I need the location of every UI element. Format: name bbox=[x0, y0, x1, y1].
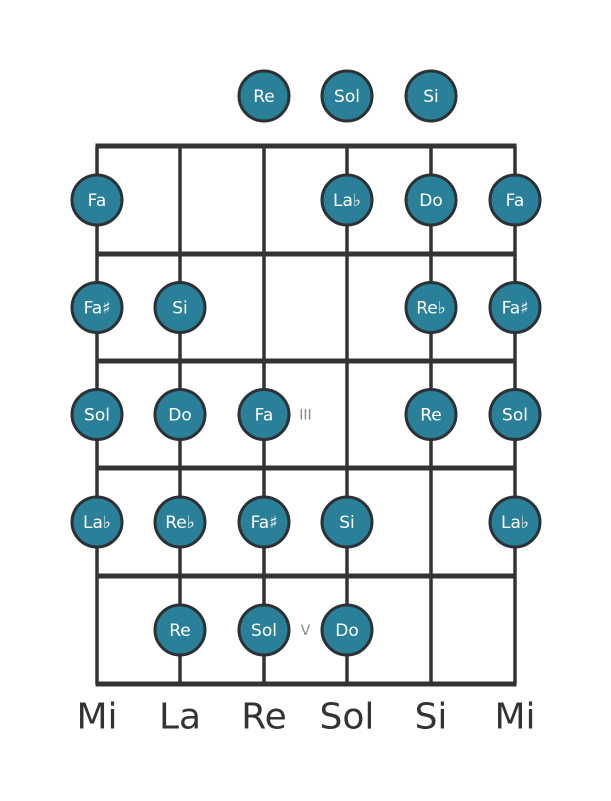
note-circle bbox=[488, 495, 542, 549]
note-circle bbox=[488, 281, 542, 334]
note-label: Si bbox=[172, 299, 188, 319]
fret-markers: III V bbox=[299, 408, 311, 640]
note-label: Re bbox=[169, 621, 191, 641]
fretted-note: Re♭ bbox=[404, 281, 458, 334]
note-label: Do bbox=[168, 406, 192, 426]
fretted-note: Sol bbox=[488, 388, 542, 441]
note-circle bbox=[320, 69, 374, 123]
note-circle bbox=[237, 69, 291, 123]
note-circle bbox=[237, 388, 291, 441]
string-label-2: Re bbox=[241, 697, 287, 738]
fretted-note: Do bbox=[404, 173, 458, 227]
note-label: Sol bbox=[84, 406, 110, 426]
fretted-note: La♭ bbox=[70, 495, 124, 549]
note-circle bbox=[153, 495, 207, 549]
note-circle bbox=[153, 603, 207, 657]
note-circle bbox=[70, 388, 124, 441]
note-label: Fa bbox=[88, 191, 107, 211]
fretted-note: Fa bbox=[488, 173, 542, 227]
fretted-note: Fa♯ bbox=[237, 495, 291, 549]
string-label-5: Mi bbox=[494, 697, 535, 738]
frets bbox=[95, 143, 517, 687]
note-label: Re bbox=[253, 87, 275, 107]
note-circle bbox=[404, 281, 458, 334]
fretted-note: Sol bbox=[237, 603, 291, 657]
note-label: La♭ bbox=[83, 513, 111, 533]
fretted-note: Fa♯ bbox=[70, 281, 124, 334]
fretted-note: La♭ bbox=[488, 495, 542, 549]
string-labels: Mi La Re Sol Si Mi bbox=[76, 697, 535, 738]
note-label: Do bbox=[335, 621, 359, 641]
note-label: Re♭ bbox=[165, 513, 195, 533]
note-label: Fa♯ bbox=[84, 299, 111, 319]
note-label: Fa bbox=[506, 191, 525, 211]
note-label: Fa♯ bbox=[251, 513, 278, 533]
note-circle bbox=[404, 173, 458, 227]
fretted-note: Re♭ bbox=[153, 495, 207, 549]
note-label: Fa bbox=[255, 406, 274, 426]
note-circle bbox=[237, 603, 291, 657]
note-label: Si bbox=[339, 513, 355, 533]
note-circle bbox=[320, 603, 374, 657]
note-label: Si bbox=[423, 87, 439, 107]
note-circle bbox=[153, 281, 207, 334]
open-note: Re bbox=[237, 69, 291, 123]
note-label: Sol bbox=[502, 406, 528, 426]
note-circle bbox=[404, 388, 458, 441]
string-label-4: Si bbox=[415, 697, 448, 738]
note-circle bbox=[70, 173, 124, 227]
string-label-3: Sol bbox=[320, 697, 375, 738]
string-label-0: Mi bbox=[76, 697, 117, 738]
fretted-note: Re bbox=[404, 388, 458, 441]
note-circle bbox=[70, 281, 124, 334]
open-note: Sol bbox=[320, 69, 374, 123]
note-circle bbox=[488, 388, 542, 441]
fretted-note: Do bbox=[153, 388, 207, 441]
fretted-note: Do bbox=[320, 603, 374, 657]
fretted-note: Fa♯ bbox=[488, 281, 542, 334]
note-circle bbox=[320, 173, 374, 227]
note-circle bbox=[404, 69, 458, 123]
open-note: Si bbox=[404, 69, 458, 123]
note-label: Do bbox=[419, 191, 443, 211]
note-circle bbox=[488, 173, 542, 227]
fretted-note: Fa bbox=[70, 173, 124, 227]
fretted-note: La♭ bbox=[320, 173, 374, 227]
note-circle bbox=[320, 495, 374, 549]
note-circle bbox=[153, 388, 207, 441]
note-label: La♭ bbox=[501, 513, 529, 533]
note-circle bbox=[70, 495, 124, 549]
string-label-1: La bbox=[159, 697, 201, 738]
note-label: Re bbox=[420, 406, 442, 426]
fretted-note: Sol bbox=[70, 388, 124, 441]
note-circle bbox=[237, 495, 291, 549]
fretted-note: Si bbox=[153, 281, 207, 334]
note-label: Sol bbox=[251, 621, 277, 641]
note-label: Sol bbox=[334, 87, 360, 107]
note-label: Re♭ bbox=[416, 299, 446, 319]
fretted-note: Re bbox=[153, 603, 207, 657]
note-label: La♭ bbox=[333, 191, 361, 211]
note-label: Fa♯ bbox=[502, 299, 529, 319]
fret-marker-5: V bbox=[301, 623, 311, 639]
fretted-note: Si bbox=[320, 495, 374, 549]
fret-marker-3: III bbox=[299, 408, 311, 424]
fretted-note: Fa bbox=[237, 388, 291, 441]
